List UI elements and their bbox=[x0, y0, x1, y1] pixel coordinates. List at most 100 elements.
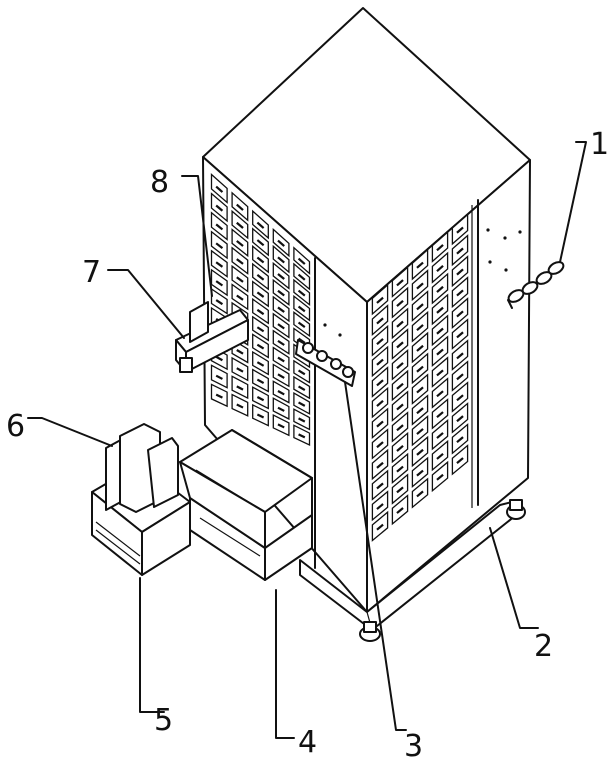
right-drawer-handle bbox=[376, 461, 384, 469]
right-drawer-handle bbox=[436, 390, 444, 398]
panel-bolts bbox=[295, 228, 522, 387]
right-drawer-handle bbox=[456, 394, 464, 402]
right-drawer-handle bbox=[456, 436, 464, 444]
left-drawer-handle bbox=[277, 323, 285, 330]
hook-chain bbox=[507, 261, 565, 309]
right-drawer-handle bbox=[396, 299, 404, 307]
right-drawer-handle bbox=[456, 373, 464, 381]
left-drawer-handle bbox=[277, 390, 285, 396]
right-drawer-handle bbox=[436, 432, 444, 439]
left-drawer-handle bbox=[256, 256, 265, 264]
left-drawer-handle bbox=[256, 396, 265, 402]
callout-6: 6 bbox=[6, 409, 25, 444]
left-drawer-handle bbox=[256, 326, 265, 333]
right-drawer-grid bbox=[371, 213, 469, 542]
right-drawer-handle bbox=[396, 445, 404, 452]
left-drawer-handle bbox=[215, 393, 223, 399]
right-drawer-handle bbox=[416, 344, 424, 352]
right-drawer-handle bbox=[436, 327, 444, 335]
right-drawer-handle bbox=[376, 420, 384, 428]
left-drawer-handle bbox=[277, 306, 285, 313]
left-drawer-handle bbox=[236, 294, 244, 301]
right-drawer-handle bbox=[456, 331, 464, 339]
left-drawer-handle bbox=[298, 385, 306, 392]
left-drawer-handle bbox=[277, 373, 285, 379]
left-drawer-handle bbox=[297, 289, 306, 297]
right-drawer-handle bbox=[396, 424, 404, 432]
right-drawer-handle bbox=[396, 486, 404, 494]
left-drawer-handle bbox=[215, 223, 224, 231]
right-drawer-handle bbox=[456, 310, 464, 318]
right-drawer-handle bbox=[456, 289, 464, 297]
right-drawer-handle bbox=[396, 507, 404, 514]
right-drawer-handle bbox=[456, 457, 464, 464]
right-drawer-handle bbox=[376, 482, 384, 490]
left-drawer-handle bbox=[277, 423, 285, 429]
right-drawer-handle bbox=[436, 348, 444, 356]
right-drawer-handle bbox=[416, 428, 424, 435]
left-drawer-handle bbox=[256, 239, 265, 247]
left-drawer-handle bbox=[236, 403, 244, 409]
left-drawer-handle bbox=[298, 401, 306, 407]
divider-plate bbox=[147, 437, 179, 508]
right-drawer-handle bbox=[396, 320, 404, 328]
callout-3: 3 bbox=[404, 729, 423, 764]
right-drawer-handle bbox=[436, 265, 444, 272]
left-drawer-handle bbox=[236, 367, 244, 373]
right-drawer-handle bbox=[376, 317, 384, 325]
left-drawer-handle bbox=[277, 256, 285, 264]
right-drawer-handle bbox=[416, 386, 424, 394]
left-drawer-handle bbox=[256, 274, 265, 281]
leader-lines bbox=[27, 141, 587, 739]
right-drawer-handle bbox=[456, 415, 464, 423]
right-drawer-handle bbox=[436, 369, 444, 377]
left-drawer-handle bbox=[277, 239, 285, 247]
right-drawer-handle bbox=[396, 341, 404, 349]
right-drawer-handle bbox=[416, 407, 424, 415]
open-drawer bbox=[179, 429, 313, 581]
left-drawer-handle bbox=[236, 276, 244, 283]
left-drawer-handle bbox=[298, 417, 306, 423]
callout-2: 2 bbox=[534, 629, 553, 664]
right-drawer-handle bbox=[376, 338, 384, 346]
left-drawer-handle bbox=[298, 433, 306, 439]
right-drawer-handle bbox=[376, 296, 384, 304]
left-drawer-handle bbox=[297, 321, 306, 328]
right-drawer-handle bbox=[376, 399, 384, 407]
right-drawer-handle bbox=[456, 226, 464, 234]
left-drawer-handle bbox=[236, 203, 244, 211]
left-drawer-handle bbox=[256, 291, 265, 298]
left-drawer-handle bbox=[256, 413, 265, 419]
right-drawer-handle bbox=[376, 523, 384, 531]
callout-4: 4 bbox=[298, 725, 317, 760]
right-drawer-handle bbox=[376, 441, 384, 449]
left-drawer-handle bbox=[277, 339, 285, 346]
right-drawer-handle bbox=[436, 411, 444, 419]
left-drawer-handle bbox=[215, 299, 224, 306]
right-drawer-handle bbox=[416, 261, 424, 269]
left-drawer-handle bbox=[277, 289, 285, 297]
left-drawer-handle bbox=[215, 204, 224, 212]
right-drawer-handle bbox=[396, 382, 404, 390]
right-drawer-handle bbox=[436, 244, 444, 252]
callout-5: 5 bbox=[154, 703, 173, 738]
left-drawer-handle bbox=[215, 374, 223, 380]
left-drawer-handle bbox=[277, 273, 285, 280]
right-drawer-handle bbox=[416, 365, 424, 373]
left-drawer-handle bbox=[297, 369, 306, 376]
right-drawer-handle bbox=[436, 452, 444, 460]
side-holder bbox=[175, 301, 249, 373]
right-drawer-handle bbox=[416, 303, 424, 311]
left-drawer-handle bbox=[215, 280, 224, 287]
right-drawer-handle bbox=[456, 352, 464, 360]
left-drawer-handle bbox=[236, 385, 244, 391]
left-drawer-handle bbox=[236, 240, 244, 247]
left-drawer-handle bbox=[297, 305, 306, 313]
right-drawer-handle bbox=[436, 473, 444, 481]
right-drawer-handle bbox=[416, 490, 424, 498]
right-drawer-handle bbox=[456, 268, 464, 276]
callout-1: 1 bbox=[590, 127, 608, 162]
right-drawer-handle bbox=[396, 279, 404, 287]
right-drawer-handle bbox=[396, 403, 404, 411]
right-drawer-handle bbox=[456, 247, 464, 255]
